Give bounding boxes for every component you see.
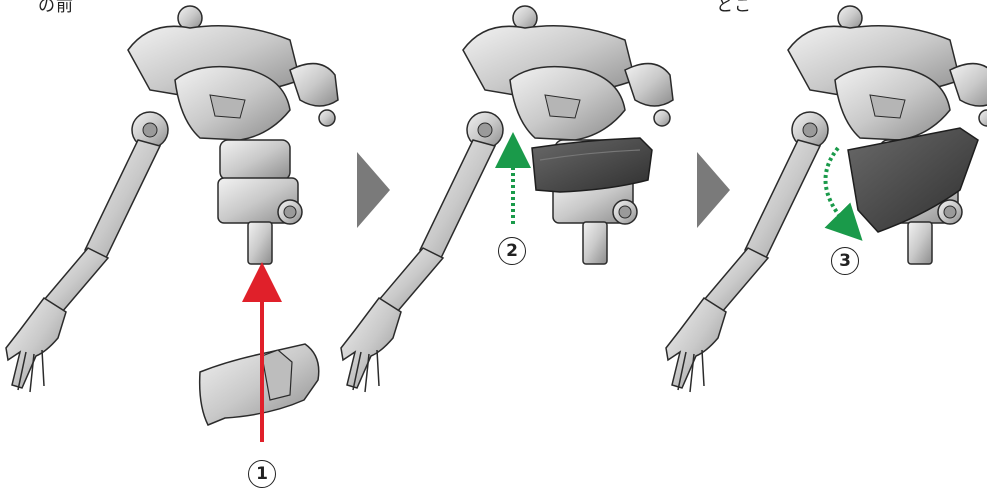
- step-arrow-2: [697, 152, 730, 228]
- robot-figure-2: [341, 6, 673, 392]
- step-number-3: 3: [831, 247, 859, 275]
- waist-armor-part: [200, 344, 319, 425]
- robot-figure-1: [6, 6, 338, 392]
- step-number-1: 1: [248, 460, 276, 488]
- step-arrow-1: [357, 152, 390, 228]
- rotate-arrow: [826, 148, 851, 228]
- step-number-2: 2: [498, 237, 526, 265]
- waist-armor-attached: [532, 138, 652, 192]
